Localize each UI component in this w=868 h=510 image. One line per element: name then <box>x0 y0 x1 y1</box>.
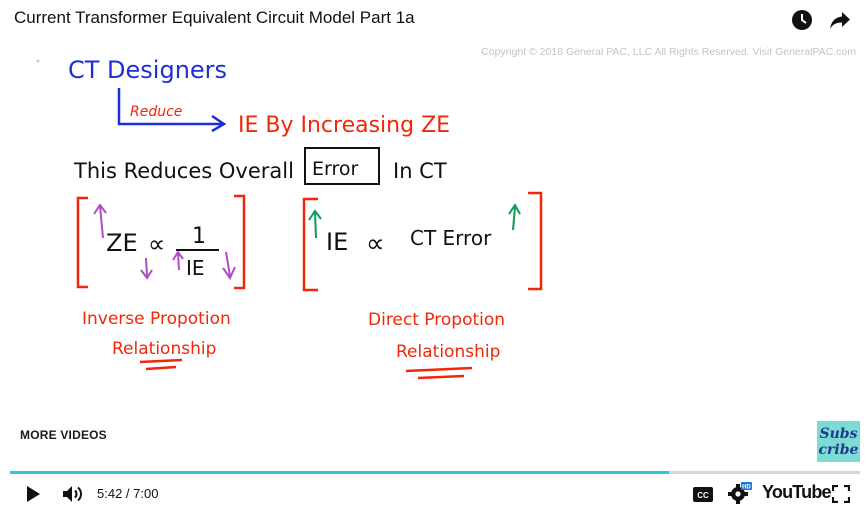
share-arrow-icon[interactable] <box>828 8 852 32</box>
stray-dot <box>36 59 40 63</box>
left-bracket-close <box>234 194 246 290</box>
youtube-logo[interactable]: YouTube <box>762 482 832 502</box>
purple-arrows <box>93 203 236 281</box>
time-display: 5:42 / 7:00 <box>97 486 159 501</box>
down-arrow-ie <box>222 251 236 281</box>
right-caption-underline <box>405 366 473 380</box>
heading-ct-designers: CT Designers <box>68 56 227 84</box>
subscribe-line2: cribe <box>818 441 859 458</box>
right-formula-rhs: CT Error <box>410 226 492 250</box>
fullscreen-icon[interactable] <box>830 483 852 505</box>
left-caption-underline <box>139 358 183 371</box>
closed-captions-icon[interactable]: CC <box>692 484 714 504</box>
settings-hd-icon[interactable]: HD <box>727 481 753 505</box>
statement-suffix: In CT <box>393 159 447 183</box>
left-formula-lhs: ZE <box>106 229 138 257</box>
play-icon[interactable] <box>22 483 44 505</box>
progress-bar[interactable] <box>10 471 860 474</box>
hd-badge <box>741 482 752 490</box>
video-title[interactable]: Current Transformer Equivalent Circuit M… <box>14 8 415 27</box>
right-caption-line1: Direct Propotion <box>368 310 505 330</box>
up-arrow-ie <box>308 209 322 239</box>
left-caption-line1: Inverse Propotion <box>82 309 231 329</box>
left-caption-line2: Relationship <box>112 339 216 359</box>
progress-bar-played <box>10 471 669 474</box>
subscribe-line1: Subs <box>819 425 858 442</box>
left-formula-numerator: 1 <box>192 224 206 249</box>
right-formula-symbol: ∝ <box>366 229 385 259</box>
whiteboard-canvas: CT Designers Reduce IE By Increasing ZE … <box>36 56 543 380</box>
top-right-actions <box>790 8 852 32</box>
green-arrows <box>308 203 521 239</box>
right-caption-line2: Relationship <box>396 342 500 362</box>
player-controls: 5:42 / 7:00 CC HD YouTube <box>0 478 868 510</box>
statement-boxed: Error <box>312 158 359 180</box>
right-formula-lhs: IE <box>326 228 348 256</box>
reduce-target-text: IE By Increasing ZE <box>238 113 450 138</box>
svg-text:CC: CC <box>697 491 709 500</box>
down-arrow-prop <box>140 257 153 280</box>
left-formula-symbol: ∝ <box>148 230 165 258</box>
error-box <box>304 147 380 185</box>
reduce-label: Reduce <box>130 104 182 120</box>
more-videos-button[interactable]: MORE VIDEOS <box>20 428 107 442</box>
right-bracket-close <box>528 191 543 291</box>
reduce-arrow <box>117 88 222 126</box>
up-arrow-ze <box>93 203 107 239</box>
up-arrow-one <box>172 250 184 271</box>
left-bracket-open <box>76 196 88 289</box>
right-bracket-open <box>302 197 318 292</box>
clock-icon[interactable] <box>790 8 814 32</box>
subscribe-button[interactable]: Subs cribe <box>817 421 860 462</box>
hd-badge-label: HD <box>742 485 751 491</box>
copyright-notice: Copyright © 2018 General PAC, LLC All Ri… <box>481 46 856 58</box>
statement-prefix: This Reduces Overall <box>73 159 294 183</box>
left-formula-denominator: IE <box>186 256 205 280</box>
volume-icon[interactable] <box>60 483 86 505</box>
up-arrow-error <box>508 203 521 231</box>
reduce-arrowhead <box>211 114 227 133</box>
